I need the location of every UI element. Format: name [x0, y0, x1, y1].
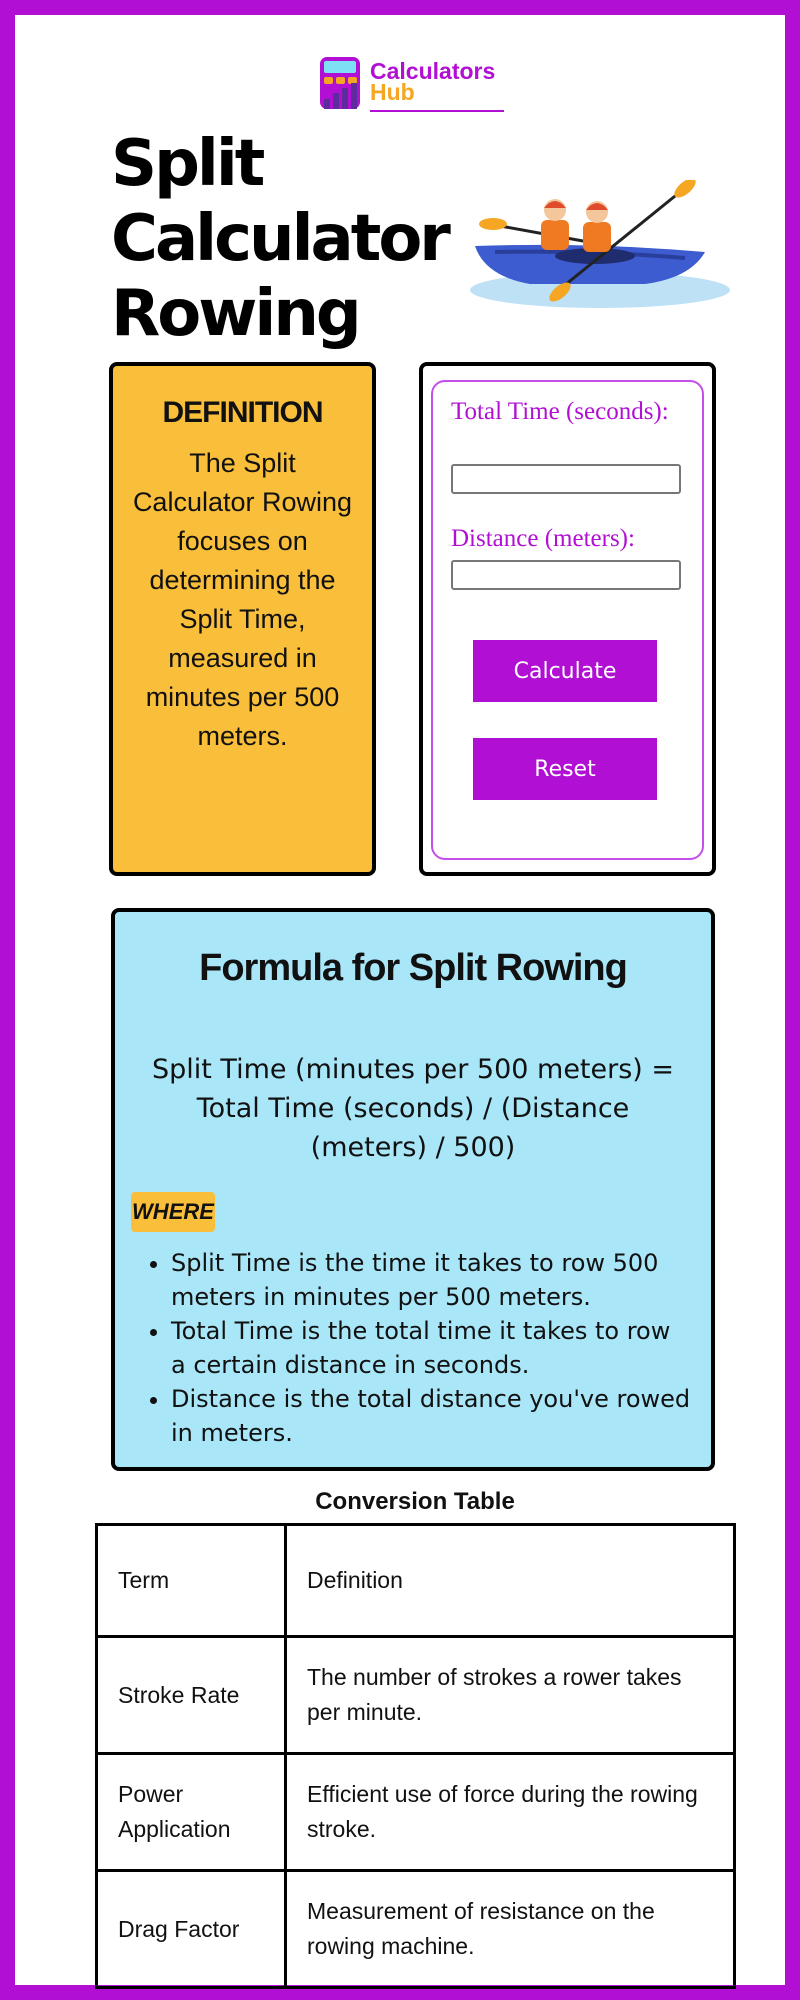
table-title: Conversion Table	[315, 1488, 515, 1515]
page-title: Split Calculator Rowing	[111, 127, 451, 351]
list-item: Distance is the total distance you've ro…	[171, 1382, 691, 1450]
site-logo[interactable]: Calculators Hub	[318, 55, 508, 117]
formula-title: Formula for Split Rowing	[199, 947, 628, 989]
list-item: Split Time is the time it takes to row 5…	[171, 1246, 691, 1314]
definition-text: The Split Calculator Rowing focuses on d…	[132, 448, 353, 751]
logo-text-line1: Calculators	[370, 58, 496, 84]
list-item: Total Time is the total time it takes to…	[171, 1314, 691, 1382]
total-time-input[interactable]	[451, 464, 681, 494]
table-cell-term: Power Application	[95, 1752, 287, 1872]
reset-button[interactable]: Reset	[473, 738, 657, 800]
conversion-table: Term Definition Stroke Rate The number o…	[95, 1523, 736, 1989]
calculator-chart-icon	[320, 57, 360, 109]
distance-input[interactable]	[451, 560, 681, 590]
where-badge: WHERE	[131, 1192, 215, 1232]
table-row: Stroke Rate The number of strokes a rowe…	[95, 1635, 736, 1755]
logo-underline	[370, 110, 504, 112]
logo-text: Calculators Hub	[370, 58, 496, 105]
formula-card: Formula for Split Rowing Split Time (min…	[111, 908, 715, 1471]
formula-equation: Split Time (minutes per 500 meters) = To…	[151, 1054, 675, 1163]
calculate-button[interactable]: Calculate	[473, 640, 657, 702]
table-header-definition: Definition	[284, 1523, 736, 1638]
table-header-term: Term	[95, 1523, 287, 1638]
table-cell-term: Stroke Rate	[95, 1635, 287, 1755]
definition-heading: DEFINITION	[162, 396, 324, 429]
definition-card: DEFINITION The Split Calculator Rowing f…	[109, 362, 376, 876]
calculator-card: Total Time (seconds): Distance (meters):…	[419, 362, 716, 876]
table-row: Power Application Efficient use of force…	[95, 1752, 736, 1872]
table-header-row: Term Definition	[95, 1523, 736, 1638]
table-cell-definition: The number of strokes a rower takes per …	[284, 1635, 736, 1755]
distance-label: Distance (meters):	[451, 525, 635, 552]
formula-variable-list: Split Time is the time it takes to row 5…	[171, 1246, 691, 1450]
logo-text-line2: Hub	[370, 79, 415, 105]
table-row: Drag Factor Measurement of resistance on…	[95, 1869, 736, 1989]
table-cell-definition: Measurement of resistance on the rowing …	[284, 1869, 736, 1989]
total-time-label: Total Time (seconds):	[451, 398, 669, 425]
calculator-form: Total Time (seconds): Distance (meters):…	[431, 380, 704, 860]
table-cell-term: Drag Factor	[95, 1869, 287, 1989]
kayak-rowers-illustration	[470, 180, 730, 308]
table-cell-definition: Efficient use of force during the rowing…	[284, 1752, 736, 1872]
